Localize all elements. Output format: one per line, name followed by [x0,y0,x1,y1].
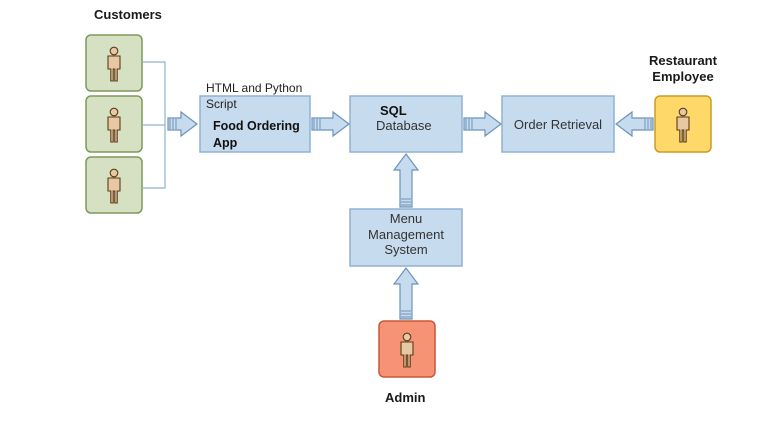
customers-bracket [142,61,166,189]
arrow-admin-to-menu [392,267,420,320]
database-label-line1: SQL [380,103,407,118]
menu-management-label: Menu Management System [350,211,462,258]
database-label-line2: Database [376,118,432,133]
arrow-employee-to-retrieval [615,110,654,138]
app-title-line2: App [213,136,238,150]
customers-label: Customers [94,7,162,22]
restaurant-employee-label: Restaurant Employee [643,53,723,84]
menu-label-line3: System [384,242,428,258]
app-note-line1: HTML and Python [206,81,303,95]
app-note-line2: Script [206,97,237,111]
menu-label-line1: Menu [389,211,423,226]
restaurant-employee-label-line1: Restaurant [649,53,717,68]
menu-management-box [349,208,463,267]
menu-label-line2: Management [368,226,444,242]
app-title-line1: Food Ordering [213,119,300,133]
arrow-menu-to-database [392,153,420,208]
admin-label: Admin [385,390,426,405]
arrow-app-to-database [311,110,350,138]
arrow-database-to-retrieval [463,110,502,138]
food-ordering-app-box [199,95,311,153]
arrow-customers-to-app [167,110,198,138]
order-retrieval-label: Order Retrieval [513,117,603,132]
customers-group [85,34,166,214]
restaurant-employee-label-line2: Employee [652,68,714,84]
